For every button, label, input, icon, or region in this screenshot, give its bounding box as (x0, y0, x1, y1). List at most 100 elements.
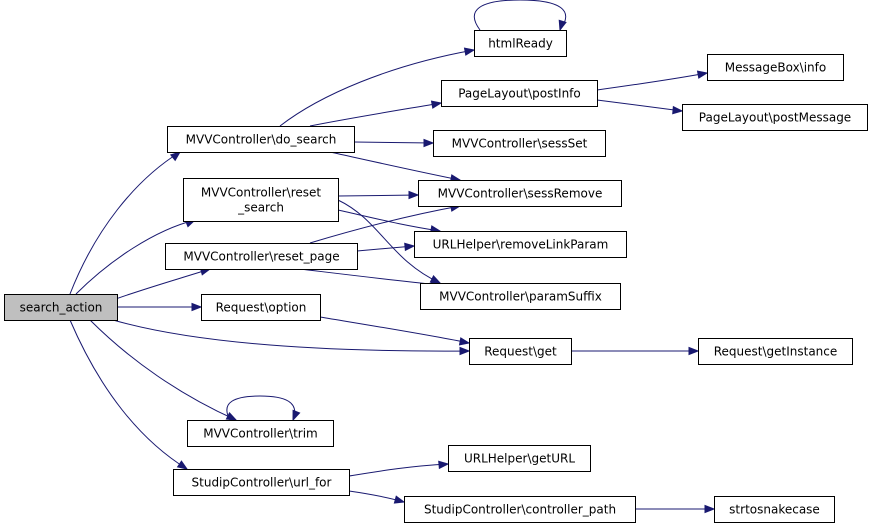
edge-trim-to-trim (226, 395, 301, 422)
node-label: MVVController\paramSuffix (439, 290, 602, 304)
edge-line (112, 319, 470, 352)
edge-request-option-to-request-get (319, 316, 471, 346)
edge-line (112, 268, 211, 301)
edge-controller-path-to-strtosnakecase (635, 504, 716, 514)
edge-line (348, 463, 449, 477)
node-request-option[interactable]: Request\option (201, 294, 321, 321)
node-box (173, 469, 350, 496)
node-label: Request\get (484, 345, 557, 359)
node-label: htmlReady (488, 37, 553, 51)
node-box (448, 445, 591, 472)
arrowhead (458, 337, 471, 346)
node-label: search_action (20, 301, 103, 315)
node-post-message[interactable]: PageLayout\postMessage (682, 104, 868, 131)
edge-line (319, 316, 470, 344)
node-url-for[interactable]: StudipController\url_for (173, 469, 350, 496)
node-sess-remove[interactable]: MVVController\sessRemove (418, 180, 622, 207)
arrowhead (423, 138, 435, 148)
arrowhead (459, 346, 471, 356)
node-box (682, 104, 868, 131)
edge-line (337, 199, 441, 284)
edge-line (596, 72, 708, 91)
edge-post-info-to-post-message (596, 99, 684, 115)
edge-line (309, 205, 461, 244)
node-get-url[interactable]: URLHelper\getURL (448, 445, 591, 472)
node-label: Request\option (216, 301, 307, 315)
node-remove-link-param[interactable]: URLHelper\removeLinkParam (414, 231, 627, 258)
node-label: MVVController\reset_page (183, 250, 339, 264)
arrowhead (704, 504, 716, 514)
node-label: MVVController\trim (203, 427, 318, 441)
edge-line (329, 151, 461, 181)
arrowhead (408, 190, 420, 200)
edge-request-get-to-get-instance (571, 346, 700, 356)
node-reset-search[interactable]: MVVController\reset_search (183, 178, 339, 222)
edge-url-for-to-controller-path (348, 490, 406, 504)
node-search-action[interactable]: search_action (4, 294, 118, 321)
edge-search-action-to-do-search (69, 151, 182, 295)
node-label: StudipController\url_for (192, 476, 332, 490)
edge-line (337, 194, 419, 197)
node-trim[interactable]: MVVController\trim (187, 420, 334, 447)
arrowhead (696, 70, 709, 79)
node-label: URLHelper\getURL (464, 452, 575, 466)
node-label: PageLayout\postMessage (699, 111, 851, 125)
arrowhead (169, 151, 182, 162)
node-box (165, 243, 358, 270)
arrowhead (404, 242, 416, 252)
node-label: MVVController\sessSet (452, 137, 588, 151)
edge-line (356, 245, 415, 252)
arrowhead (438, 460, 450, 470)
node-label: MessageBox\info (725, 61, 826, 75)
call-edges (69, 0, 716, 514)
node-box (404, 496, 636, 523)
node-box (418, 180, 622, 207)
arrowhead (292, 409, 301, 422)
edge-search-action-to-request-option (113, 302, 203, 312)
arrowhead (463, 47, 476, 56)
node-do-search[interactable]: MVVController\do_search (167, 126, 355, 153)
node-label: _search (237, 201, 284, 215)
edge-url-for-to-get-url (348, 460, 450, 477)
node-html-ready[interactable]: htmlReady (474, 30, 567, 57)
edge-line (75, 219, 196, 295)
node-box (187, 420, 334, 447)
edge-search-action-to-request-get (112, 319, 471, 356)
node-controller-path[interactable]: StudipController\controller_path (404, 496, 636, 523)
edge-line (596, 99, 683, 112)
node-box (474, 30, 567, 57)
node-box (4, 294, 118, 321)
edge-reset-search-to-sess-remove (337, 190, 420, 200)
node-message-box-info[interactable]: MessageBox\info (707, 54, 844, 81)
node-param-suffix[interactable]: MVVController\paramSuffix (420, 283, 621, 310)
node-label: MVVController\reset (201, 186, 322, 200)
edge-line (353, 141, 434, 144)
edge-line (337, 209, 441, 232)
node-label: MVVController\do_search (186, 133, 337, 147)
node-box (167, 126, 355, 153)
arrowhead (672, 105, 684, 115)
node-box (183, 178, 339, 222)
node-label: PageLayout\postInfo (458, 87, 581, 101)
node-get-instance[interactable]: Request\getInstance (698, 338, 853, 365)
node-sess-set[interactable]: MVVController\sessSet (433, 130, 606, 157)
edge-search-action-to-trim (89, 319, 238, 421)
function-nodes: search_actionMVVController\do_searchMVVC… (4, 30, 868, 523)
arrowhead (191, 302, 203, 312)
node-post-info[interactable]: PageLayout\postInfo (441, 80, 598, 107)
edge-post-info-to-message-box-info (596, 70, 709, 91)
node-strtosnakecase[interactable]: strtosnakecase (714, 496, 835, 523)
edge-do-search-to-html-ready (279, 47, 476, 127)
edge-search-action-to-reset-page (112, 267, 212, 301)
node-box (469, 338, 572, 365)
edge-html-ready-to-html-ready (473, 0, 567, 32)
node-box (201, 294, 321, 321)
edge-reset-page-to-param-suffix (299, 268, 442, 289)
edge-line (279, 49, 475, 127)
node-box (414, 231, 627, 258)
node-box (420, 283, 621, 310)
edge-do-search-to-sess-set (353, 138, 435, 148)
node-reset-page[interactable]: MVVController\reset_page (165, 243, 358, 270)
node-request-get[interactable]: Request\get (469, 338, 572, 365)
